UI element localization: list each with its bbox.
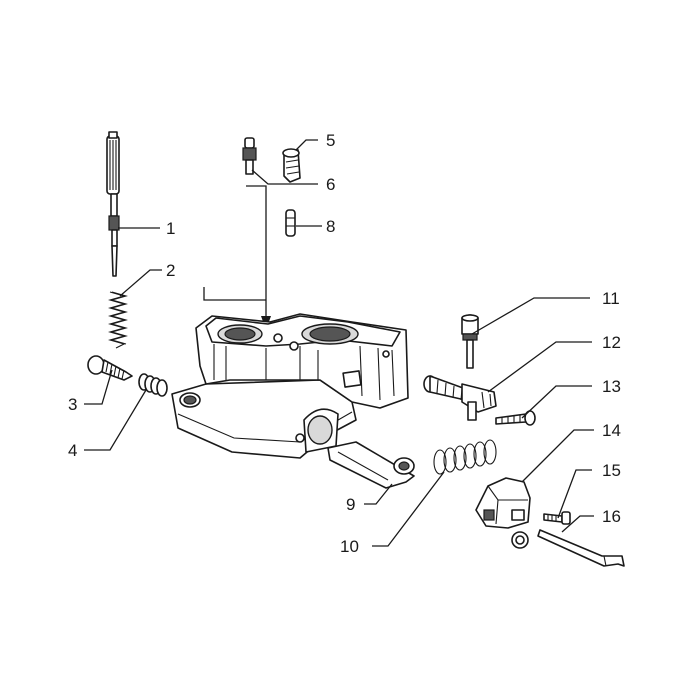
callout-13: 13: [602, 377, 621, 396]
callout-5: 5: [326, 131, 335, 150]
part-2-spring: [107, 291, 129, 349]
callout-2: 2: [166, 261, 175, 280]
part-13-screw: [495, 410, 536, 426]
callout-12: 12: [602, 333, 621, 352]
callout-10: 10: [340, 537, 359, 556]
callout-1: 1: [166, 219, 175, 238]
callout-4: 4: [68, 441, 77, 460]
part-16-rod: [537, 529, 625, 567]
part-5-jet-holder: [282, 148, 301, 183]
callout-8: 8: [326, 217, 335, 236]
part-10-large-spring: [433, 439, 497, 475]
callout-labels: 1 2 3 4 5 6 8 9 10 11 12 13 14 15 16: [68, 131, 621, 556]
leader-lines: [84, 139, 594, 547]
callout-14: 14: [602, 421, 621, 440]
callout-11: 11: [602, 289, 620, 308]
part-8-small-jet: [285, 209, 296, 237]
part-12-throttle-spindle: [423, 375, 497, 421]
part-3-idle-screw: [87, 355, 133, 381]
part-11-valve-pin: [461, 314, 479, 369]
part-1-needle-screw: [106, 131, 120, 277]
callout-15: 15: [602, 461, 621, 480]
part-4-small-spring: [138, 373, 168, 397]
assembly-arrow: [203, 185, 271, 330]
part-15-bolt: [543, 511, 571, 525]
part-6-jet: [242, 137, 257, 175]
callout-6: 6: [326, 175, 335, 194]
callout-3: 3: [68, 395, 77, 414]
callout-9: 9: [346, 495, 355, 514]
callout-16: 16: [602, 507, 621, 526]
part-14-lever-housing: [475, 477, 531, 549]
carburettor-body: [171, 313, 409, 459]
part-9-cover-plate: [327, 441, 415, 489]
